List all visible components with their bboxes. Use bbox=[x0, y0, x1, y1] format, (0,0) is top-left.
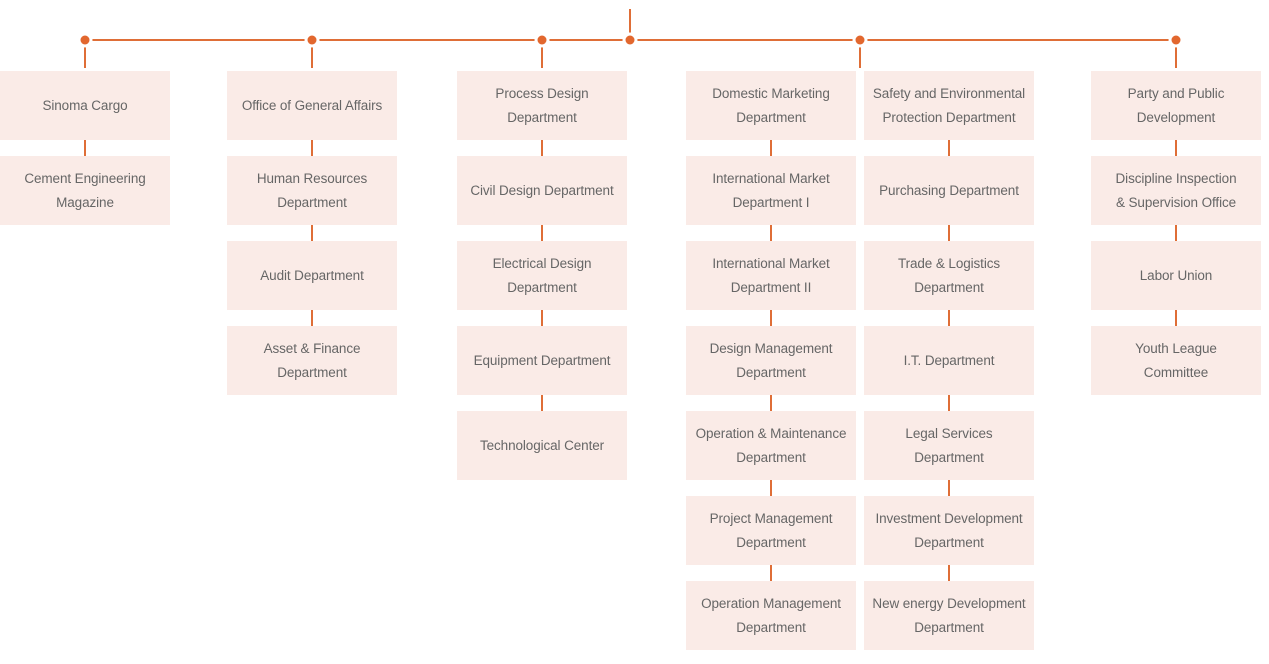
org-box-equipment-department: Equipment Department bbox=[457, 326, 627, 395]
connector-node-dot bbox=[625, 35, 635, 45]
connector-vertical bbox=[541, 225, 543, 241]
connector-vertical bbox=[770, 565, 772, 581]
org-box-electrical-design-department: Electrical Design Department bbox=[457, 241, 627, 310]
connector-drop bbox=[311, 40, 313, 68]
connector-vertical bbox=[948, 480, 950, 496]
org-box-international-market-department-i: International Market Department I bbox=[686, 156, 856, 225]
connector-drop bbox=[84, 40, 86, 68]
connector-root-stem bbox=[629, 9, 631, 39]
org-box-audit-department: Audit Department bbox=[227, 241, 397, 310]
connector-vertical bbox=[1175, 225, 1177, 241]
org-box-office-of-general-affairs: Office of General Affairs bbox=[227, 71, 397, 140]
org-box-civil-design-department: Civil Design Department bbox=[457, 156, 627, 225]
connector-vertical bbox=[541, 395, 543, 411]
connector-node-dot bbox=[80, 35, 90, 45]
org-box-project-management-department: Project Management Department bbox=[686, 496, 856, 565]
connector-vertical bbox=[1175, 310, 1177, 326]
connector-node-dot bbox=[855, 35, 865, 45]
org-box-discipline-inspection-supervision-office: Discipline Inspection & Supervision Offi… bbox=[1091, 156, 1261, 225]
connector-vertical bbox=[948, 310, 950, 326]
connector-vertical bbox=[948, 395, 950, 411]
org-box-trade-logistics-department: Trade & Logistics Department bbox=[864, 241, 1034, 310]
org-box-party-and-public-development: Party and Public Development bbox=[1091, 71, 1261, 140]
connector-vertical bbox=[948, 140, 950, 156]
org-box-sinoma-cargo: Sinoma Cargo bbox=[0, 71, 170, 140]
connector-vertical bbox=[311, 140, 313, 156]
connector-drop bbox=[541, 40, 543, 68]
org-box-safety-and-environmental-protection-department: Safety and Environmental Protection Depa… bbox=[864, 71, 1034, 140]
connector-drop bbox=[1175, 40, 1177, 68]
connector-node-dot bbox=[1171, 35, 1181, 45]
connector-vertical bbox=[1175, 140, 1177, 156]
connector-vertical bbox=[948, 225, 950, 241]
connector-vertical bbox=[770, 225, 772, 241]
connector-vertical bbox=[84, 140, 86, 156]
connector-vertical bbox=[311, 225, 313, 241]
connector-node-dot bbox=[307, 35, 317, 45]
connector-vertical bbox=[770, 140, 772, 156]
org-box-human-resources-department: Human Resources Department bbox=[227, 156, 397, 225]
org-box-design-management-department: Design Management Department bbox=[686, 326, 856, 395]
org-box-asset-finance-department: Asset & Finance Department bbox=[227, 326, 397, 395]
org-box-operation-management-department: Operation Management Department bbox=[686, 581, 856, 650]
connector-node-dot bbox=[537, 35, 547, 45]
connector-vertical bbox=[541, 310, 543, 326]
connector-vertical bbox=[948, 565, 950, 581]
connector-vertical bbox=[541, 140, 543, 156]
org-box-i-t-department: I.T. Department bbox=[864, 326, 1034, 395]
connector-vertical bbox=[311, 310, 313, 326]
org-box-operation-maintenance-department: Operation & Maintenance Department bbox=[686, 411, 856, 480]
org-box-legal-services-department: Legal Services Department bbox=[864, 411, 1034, 480]
org-box-purchasing-department: Purchasing Department bbox=[864, 156, 1034, 225]
org-box-international-market-department-ii: International Market Department II bbox=[686, 241, 856, 310]
org-box-domestic-marketing-department: Domestic Marketing Department bbox=[686, 71, 856, 140]
connector-vertical bbox=[770, 480, 772, 496]
org-box-labor-union: Labor Union bbox=[1091, 241, 1261, 310]
org-box-new-energy-development-department: New energy Development Department bbox=[864, 581, 1034, 650]
org-box-process-design-department: Process Design Department bbox=[457, 71, 627, 140]
connector-vertical bbox=[770, 395, 772, 411]
org-box-youth-league-committee: Youth League Committee bbox=[1091, 326, 1261, 395]
connector-vertical bbox=[770, 310, 772, 326]
org-box-technological-center: Technological Center bbox=[457, 411, 627, 480]
org-box-cement-engineering-magazine: Cement Engineering Magazine bbox=[0, 156, 170, 225]
connector-drop bbox=[859, 40, 861, 68]
org-box-investment-development-department: Investment Development Department bbox=[864, 496, 1034, 565]
